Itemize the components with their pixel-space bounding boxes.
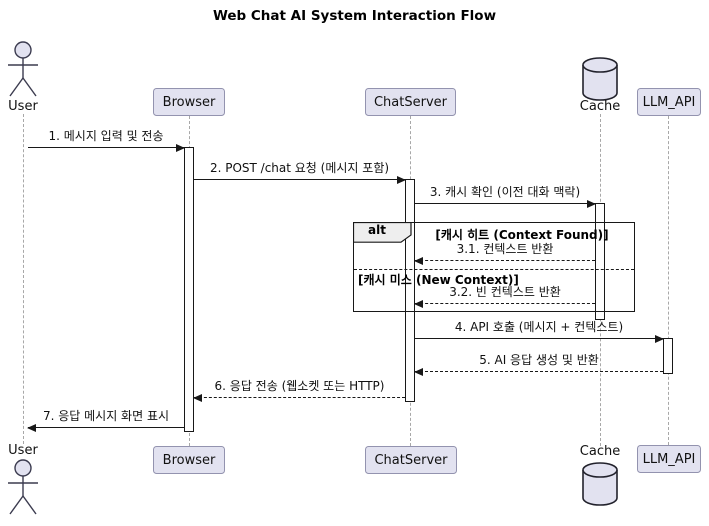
message-5-line bbox=[415, 371, 663, 372]
message-6-line bbox=[194, 397, 405, 398]
arrowhead-left-icon bbox=[27, 424, 36, 432]
participant-llm-api-bottom: LLM_API bbox=[637, 445, 701, 473]
alt-condition-miss: [캐시 미스 (New Context)] bbox=[358, 273, 519, 287]
alt-else-divider bbox=[354, 269, 634, 270]
participant-label-browser-bottom: Browser bbox=[162, 452, 216, 468]
message-1-label: 1. 메시지 입력 및 전송 bbox=[48, 129, 164, 143]
arrowhead-right-icon bbox=[655, 335, 664, 343]
database-icon bbox=[581, 461, 619, 507]
lifeline-user bbox=[23, 114, 24, 444]
activation-chatserver bbox=[405, 179, 415, 402]
actor-icon bbox=[5, 458, 41, 516]
message-7-label: 7. 응답 메시지 화면 표시 bbox=[42, 409, 170, 423]
participant-cache-top bbox=[581, 56, 619, 102]
alt-operator-label: alt bbox=[368, 223, 386, 237]
arrowhead-right-icon bbox=[587, 200, 596, 208]
diagram-title: Web Chat AI System Interaction Flow bbox=[212, 8, 497, 24]
message-5: 5. AI 응답 생성 및 반환 bbox=[414, 353, 663, 376]
message-3-2-line bbox=[415, 303, 595, 304]
participant-llm-api-top: LLM_API bbox=[637, 88, 701, 116]
participant-label-cache-top: Cache bbox=[579, 99, 621, 114]
participant-label-cache-bottom: Cache bbox=[579, 444, 621, 459]
alt-fragment: alt [캐시 히트 (Context Found)] [캐시 미스 (New … bbox=[353, 222, 635, 312]
alt-condition-hit: [캐시 히트 (Context Found)] bbox=[435, 228, 609, 242]
arrowhead-left-icon bbox=[414, 257, 423, 265]
message-6: 6. 응답 전송 (웹소켓 또는 HTTP) bbox=[193, 379, 405, 402]
message-7: 7. 응답 메시지 화면 표시 bbox=[27, 409, 184, 432]
message-5-label: 5. AI 응답 생성 및 반환 bbox=[479, 353, 599, 367]
activation-browser bbox=[184, 147, 194, 432]
message-3-1-line bbox=[415, 260, 595, 261]
message-3-2-label: 3.2. 빈 컨텍스트 반환 bbox=[449, 285, 561, 299]
arrowhead-right-icon bbox=[176, 144, 185, 152]
message-4: 4. API 호출 (메시지 + 컨텍스트) bbox=[415, 320, 664, 343]
message-3-line bbox=[415, 203, 595, 204]
arrowhead-left-icon bbox=[414, 300, 423, 308]
message-3-1-label: 3.1. 컨텍스트 반환 bbox=[456, 242, 554, 256]
message-6-label: 6. 응답 전송 (웹소켓 또는 HTTP) bbox=[214, 379, 385, 393]
message-3-label: 3. 캐시 확인 (이전 대화 맥락) bbox=[429, 185, 581, 199]
message-1-line bbox=[28, 147, 184, 148]
arrowhead-left-icon bbox=[193, 394, 202, 402]
message-4-label: 4. API 호출 (메시지 + 컨텍스트) bbox=[454, 320, 624, 334]
participant-label-browser-top: Browser bbox=[162, 94, 216, 110]
arrowhead-left-icon bbox=[414, 368, 423, 376]
participant-chatserver-bottom: ChatServer bbox=[365, 446, 457, 474]
database-icon bbox=[581, 56, 619, 102]
arrowhead-right-icon bbox=[397, 176, 406, 184]
message-7-line bbox=[28, 427, 184, 428]
message-4-line bbox=[415, 338, 663, 339]
participant-label-user-top: User bbox=[8, 99, 38, 114]
message-2: 2. POST /chat 요청 (메시지 포함) bbox=[194, 161, 406, 184]
message-3: 3. 캐시 확인 (이전 대화 맥락) bbox=[415, 185, 596, 208]
message-3-2: 3.2. 빈 컨텍스트 반환 bbox=[414, 285, 595, 308]
message-2-label: 2. POST /chat 요청 (메시지 포함) bbox=[209, 161, 390, 175]
activation-cache bbox=[595, 203, 605, 320]
message-3-1: 3.1. 컨텍스트 반환 bbox=[414, 242, 595, 265]
participant-user-bottom bbox=[5, 458, 41, 516]
participant-label-llm-api-top: LLM_API bbox=[642, 94, 696, 110]
lifeline-llm-api bbox=[668, 116, 669, 445]
participant-cache-bottom bbox=[581, 461, 619, 507]
participant-label-chatserver-top: ChatServer bbox=[373, 94, 447, 110]
activation-llm-api bbox=[663, 338, 673, 374]
participant-label-chatserver-bottom: ChatServer bbox=[374, 452, 448, 468]
participant-browser-top: Browser bbox=[153, 88, 225, 116]
message-1: 1. 메시지 입력 및 전송 bbox=[28, 129, 185, 152]
participant-chatserver-top: ChatServer bbox=[365, 88, 456, 116]
participant-user-top bbox=[5, 40, 41, 98]
participant-browser-bottom: Browser bbox=[153, 446, 225, 474]
message-2-line bbox=[194, 179, 405, 180]
alt-operator-tab: alt bbox=[353, 222, 412, 243]
participant-label-llm-api-bottom: LLM_API bbox=[642, 451, 696, 467]
actor-icon bbox=[5, 40, 41, 98]
participant-label-user-bottom: User bbox=[8, 443, 38, 458]
